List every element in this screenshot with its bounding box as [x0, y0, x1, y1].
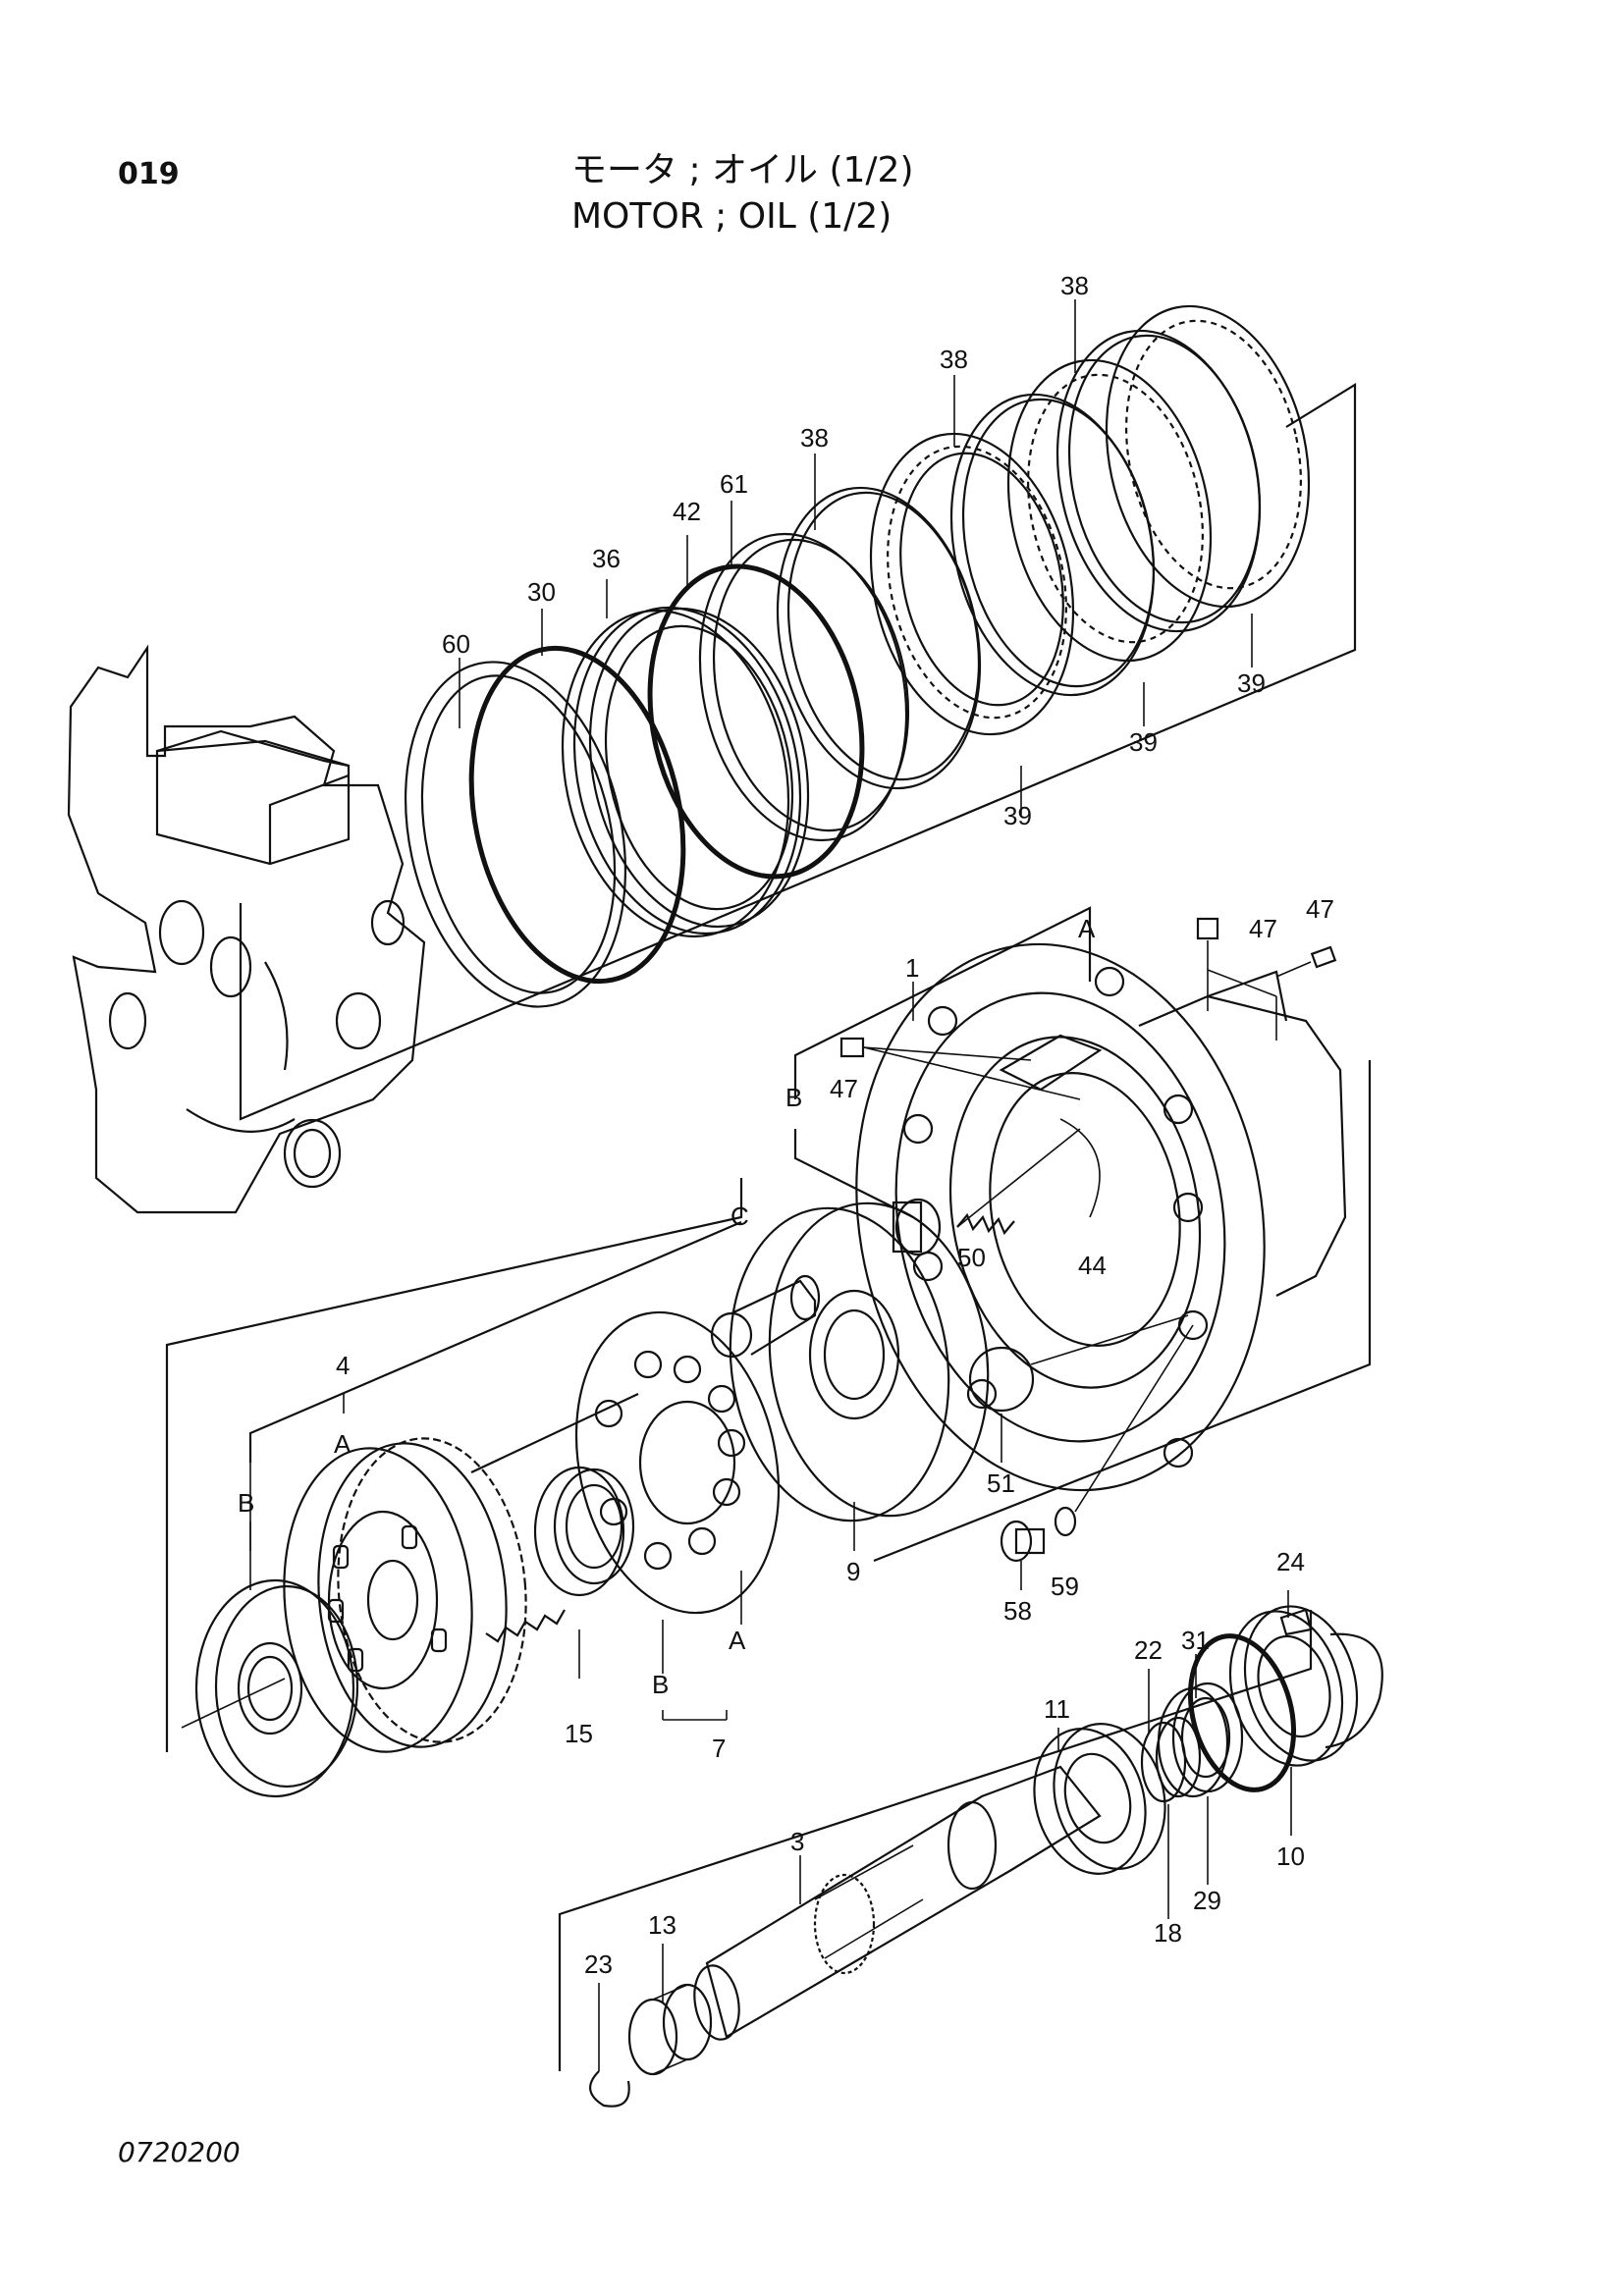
- callout-9: 9: [846, 1557, 860, 1586]
- leader-B-1: [793, 1129, 914, 1218]
- callout-1: 1: [905, 953, 919, 983]
- shaft-3: [693, 1765, 1102, 2041]
- plug-47-right: [1275, 945, 1337, 978]
- collar-13: [627, 1983, 713, 2076]
- plug-58: [1000, 1520, 1046, 1563]
- callout-C: C: [730, 1201, 749, 1231]
- callout-4: 4: [336, 1351, 350, 1380]
- o-ring-59: [1054, 1506, 1077, 1537]
- spherical-bushing: [533, 1466, 635, 1597]
- cover-10: [1228, 1605, 1359, 1767]
- callout-58: 58: [1003, 1596, 1032, 1626]
- callout-11: 11: [1044, 1694, 1070, 1724]
- ball-51: [968, 1346, 1035, 1413]
- callout-36: 36: [592, 544, 621, 573]
- title-japanese: モータ ; オイル (1/2): [571, 150, 914, 190]
- callout-61: 61: [720, 469, 748, 499]
- callout-47: 47: [1306, 894, 1334, 924]
- lower-group-frame: [165, 1178, 743, 1752]
- cylinder-block-4: [283, 1437, 527, 1753]
- friction-disc-39-b: [1006, 358, 1213, 663]
- leader-4: [248, 1220, 742, 1463]
- spring-15: [485, 1609, 566, 1643]
- callout-labels: 38 38 38 39 39 39 60 30 36 42 61 A 1 47 …: [238, 271, 1334, 1979]
- callout-42: 42: [673, 497, 701, 526]
- callout-39: 39: [1129, 727, 1158, 757]
- callout-22: 22: [1134, 1635, 1163, 1665]
- leader-A-1: [793, 906, 1092, 1099]
- page-number: 019: [118, 157, 180, 191]
- valve-plate-9: [729, 1201, 990, 1522]
- callout-10: 10: [1276, 1842, 1305, 1871]
- callout-60: 60: [442, 629, 470, 659]
- callout-A: A: [334, 1429, 352, 1459]
- o-ring-31: [1187, 1633, 1297, 1792]
- title-english: MOTOR ; OIL (1/2): [571, 196, 893, 237]
- callout-18: 18: [1154, 1918, 1182, 1948]
- callout-51: 51: [987, 1468, 1015, 1498]
- piston-36: [561, 606, 810, 938]
- callout-leaders: [249, 299, 1292, 2071]
- collar-18: [1140, 1716, 1202, 1803]
- drawing-number: 0720200: [118, 2136, 241, 2168]
- callout-24: 24: [1276, 1547, 1305, 1576]
- callout-13: 13: [648, 1910, 676, 1940]
- callout-B: B: [652, 1670, 669, 1699]
- plate-61: [698, 532, 910, 842]
- callout-38: 38: [940, 345, 968, 374]
- callout-59: 59: [1051, 1572, 1079, 1601]
- friction-disc-39-a: [869, 432, 1075, 736]
- callout-15: 15: [565, 1719, 593, 1748]
- pin-C: [710, 1274, 821, 1359]
- callout-23: 23: [584, 1949, 613, 1979]
- callout-A: A: [1078, 914, 1096, 943]
- plug-47-left: [839, 1037, 1081, 1100]
- callout-B: B: [785, 1083, 802, 1112]
- callout-29: 29: [1193, 1886, 1221, 1915]
- callout-B: B: [238, 1488, 254, 1518]
- pin-24: [1279, 1608, 1313, 1636]
- leader-44: [1059, 1118, 1101, 1218]
- spring-50: [892, 1128, 1081, 1256]
- o-ring-42: [647, 563, 865, 880]
- callout-7: 7: [712, 1734, 726, 1763]
- leader-cyl: [470, 1393, 639, 1473]
- plate-38-c: [1055, 329, 1262, 633]
- callout-39: 39: [1237, 668, 1266, 698]
- callout-31: 31: [1181, 1626, 1210, 1655]
- shoe-plate-B: [181, 1578, 359, 1798]
- snap-ring-23: [589, 2070, 630, 2108]
- valve-housing: [67, 644, 426, 1214]
- callout-3: 3: [790, 1827, 804, 1856]
- friction-disc-39-c: [1105, 304, 1311, 609]
- callout-A: A: [729, 1626, 746, 1655]
- callout-47: 47: [830, 1074, 858, 1103]
- shaft-group-frame: [558, 1610, 1313, 2071]
- ring-60: [404, 661, 627, 1008]
- snap-ring-24: [1325, 1632, 1383, 1749]
- o-ring-30: [468, 645, 686, 985]
- retainer-plate-7: [574, 1310, 781, 1615]
- plug-47-top: [1196, 917, 1277, 1041]
- callout-39: 39: [1003, 801, 1032, 830]
- housing-frame-right: [873, 1060, 1372, 1563]
- callout-44: 44: [1078, 1251, 1107, 1280]
- callout-50: 50: [957, 1243, 986, 1272]
- callout-38: 38: [1060, 271, 1089, 300]
- callout-38: 38: [800, 423, 829, 453]
- upper-group-frame: [239, 383, 1357, 1121]
- callout-30: 30: [527, 577, 556, 607]
- callout-47: 47: [1249, 914, 1277, 943]
